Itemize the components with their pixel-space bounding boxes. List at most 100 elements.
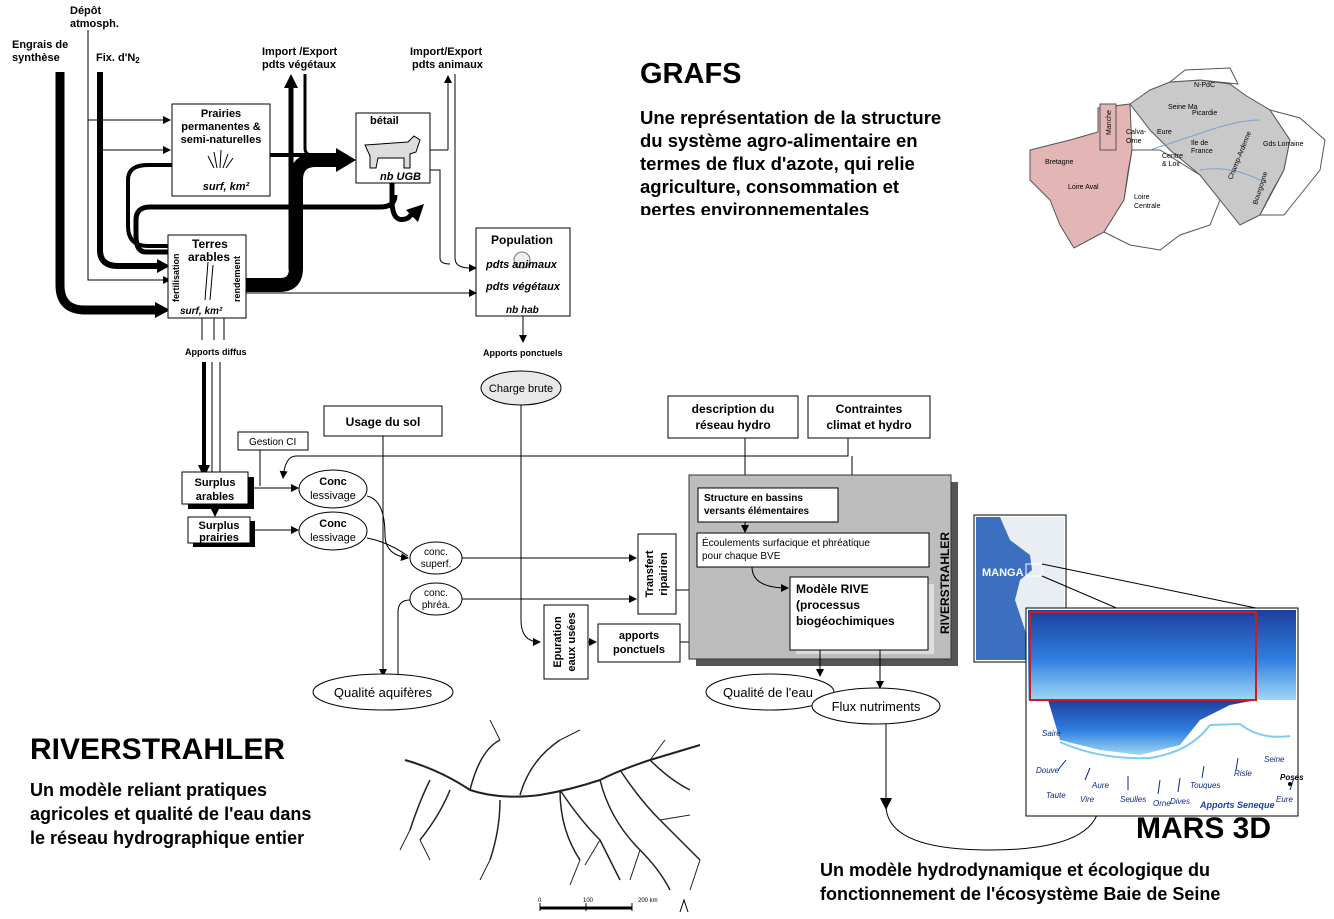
grafs-desc-line: agriculture, consommation et [640,176,900,197]
place-label: Orne [1153,799,1171,808]
flow-qualite-phrea [397,599,411,676]
river-seine-map [1149,119,1261,181]
pop-unit: nb hab [506,305,539,316]
import-veg-label: Import /Export [262,46,338,58]
pop-anim-label: pdts animaux [485,259,558,271]
scale-bar-ticks [539,903,633,911]
region-label: France [1191,148,1213,155]
mars-title: MARS 3D [1136,812,1272,845]
region-label: Loire [1134,194,1150,201]
flow-charge-epuration [520,405,541,646]
flow-import-anim-in [454,74,477,272]
arrowhead-import-veg [284,74,298,88]
conc-phrea-label-2: phréa. [422,600,450,611]
manga-zoom [1025,563,1043,577]
river-main [404,744,701,798]
place-label: Seine [1264,755,1285,764]
conc-lessivage-1-label: Conc [319,476,347,488]
regions-map: N-PdC Seine Ma Picardie Manche Calva- Or… [1029,67,1326,251]
surplus-arables-box [181,471,249,505]
flow-fixation [97,72,160,269]
riverstrahler-desc-line: Un modèle reliant pratiques [30,780,268,800]
flow-engrais [55,72,158,315]
conc-superf-label-2: superf. [421,559,452,570]
north-arrow-icon [679,898,689,913]
region-label: Loire Aval [1068,184,1099,191]
transfert-label: Transfert [644,550,656,597]
epuration-box [543,604,589,680]
conc-superf-label: conc. [424,547,448,558]
person-icon [513,251,531,269]
baie-de-seine-map: Saire Douve Taute Aure Vire Seulles Orne… [1025,607,1304,817]
description-label-2: réseau hydro [695,418,770,432]
region-label: Picardie [1192,110,1217,117]
epuration-label-2: eaux usées [566,612,578,671]
conc-lessivage-1 [298,469,368,509]
grass-icon [207,149,234,169]
grafs-desc-line: pertes environnementales [640,199,870,215]
usage-sol-box [323,405,443,437]
rive-label-3: biogéochimiques [796,614,895,628]
flux-nutriments [811,687,941,725]
place-label: Risle [1234,769,1252,778]
region-label: & Loir [1162,161,1181,168]
apports-ponctuels-box-label: apports [619,630,659,642]
conc-lessivage-2-label-2: lessivage [310,532,356,544]
region-east [1259,109,1326,216]
place-label: Taute [1046,791,1066,800]
prairies-unit: surf, km² [203,181,250,193]
surplus-arables-label: Surplus [195,477,236,489]
flow-depot-2 [87,120,171,284]
structure-label: Structure en bassins [704,493,803,504]
conc-lessivage-2 [298,511,368,551]
apports-ponctuels-label: Apports ponctuels [483,348,563,358]
region-label: Orne [1126,138,1142,145]
description-label: description du [692,402,775,416]
epuration-label: Epuration [552,616,564,668]
region-label: Ile de [1191,140,1208,147]
contraintes-label: Contraintes [836,402,903,416]
place-label: Touques [1190,781,1220,790]
riverstrahler-desc-line: agricoles et qualité de l'eau dans [30,804,312,824]
region-label: Centrale [1134,203,1161,210]
import-veg-label-2: pdts végétaux [262,59,337,71]
place-label: Vire [1080,795,1095,804]
input-engrais: Engrais de [12,39,68,51]
rendement-label: rendement [232,256,242,302]
input-depot-2: atmosph. [70,18,119,30]
surplus-arables-label-2: arables [196,491,235,503]
riverstrahler-vertical-label: RIVERSTRAHLER [938,532,952,634]
wheat-icon [204,261,214,301]
region-npdc [1168,67,1239,85]
grafs-desc-line: Une représentation de la structure [640,107,942,128]
population-box [475,227,571,317]
poses-marker [1288,782,1292,786]
mars-desc-line: Un modèle hydrodynamique et écologique d… [820,860,1211,880]
gestion-ci-box [237,431,309,451]
input-fixation: Fix. d'N2 [96,52,140,65]
bay-coast [1028,700,1256,755]
bay-sea [1028,610,1296,700]
flow-rendement [246,153,340,292]
betail-label: bétail [370,115,399,127]
place-label: Aure [1091,781,1109,790]
riverstrahler-desc-line: le réseau hydrographique entier [30,828,305,848]
terres-label-2: arables [188,250,230,264]
apports-diffus-label: Apports diffus [185,347,247,357]
prairies-label: Prairies [201,108,241,120]
mars-description: Un modèle hydrodynamique et écologique d… [820,858,1330,906]
flow-flux-mars [885,724,1101,851]
prairies-label-3: semi-naturelles [181,134,262,146]
flow-contraintes-lessivage [279,438,849,479]
structure-box [697,487,839,523]
region-label: Bretagne [1045,159,1074,166]
contraintes-label-2: climat et hydro [826,418,911,432]
transfert-label-2: ripairien [658,552,670,596]
usage-sol-label: Usage du sol [346,415,421,429]
grafs-desc-line: termes de flux d'azote, qui relie [640,153,915,174]
grafs-diagram: Dépôt atmosph. Engrais de synthèse Fix. … [12,5,571,358]
river-network-map [399,719,701,913]
fertilisation-label: fertilisation [171,253,181,302]
place-label: Eure [1276,795,1293,804]
